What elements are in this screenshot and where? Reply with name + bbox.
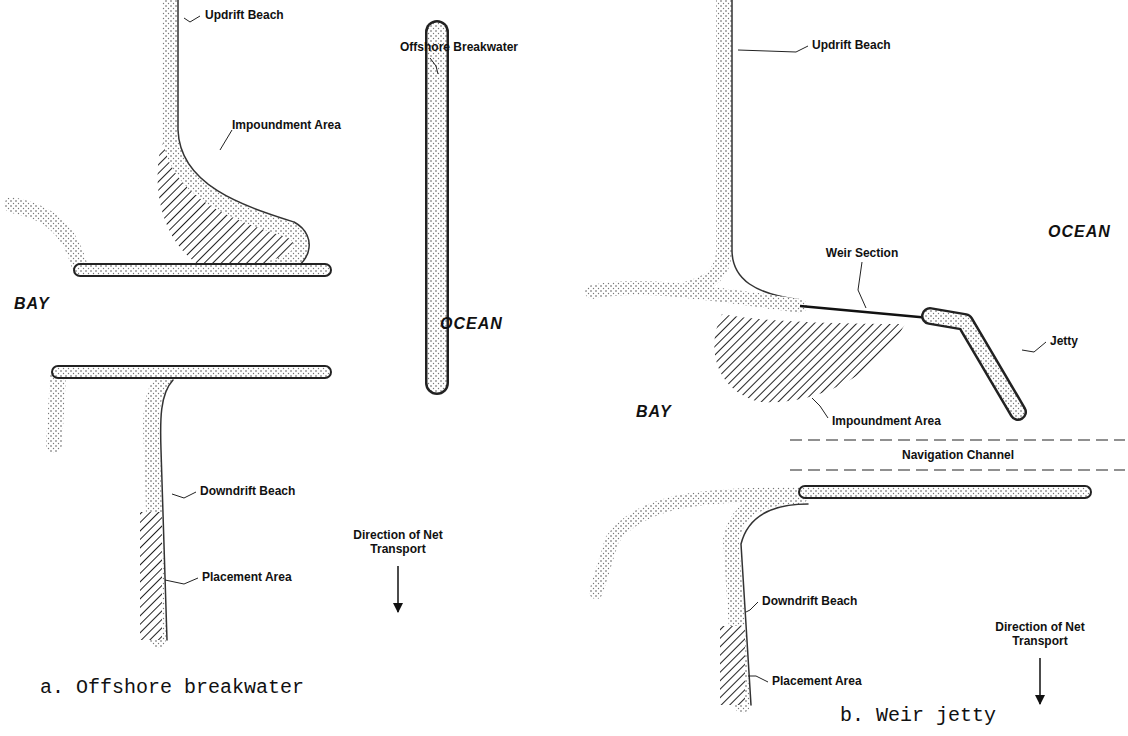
area-label: Impoundment Area [832,414,941,428]
panel-caption: b. Weir jetty [840,704,996,728]
placement-hatch [720,626,745,705]
area-label: Placement Area [772,674,862,688]
jetty [58,32,437,383]
beach-label: Updrift Beach [205,8,284,22]
impoundment-hatch [714,314,905,402]
weir-section [800,306,930,318]
placement-hatch [140,512,162,640]
transport-arrow [1039,658,1041,704]
panel-caption: a. Offshore breakwater [40,676,304,700]
channel-label: Navigation Channel [902,448,1014,462]
water-label: BAY [636,402,672,421]
structure-label: Offshore Breakwater [400,40,518,54]
area-label: Placement Area [202,570,292,584]
beach-label: Downdrift Beach [200,484,295,498]
area-label: Impoundment Area [232,118,341,132]
transport-label: Direction of Net Transport [348,528,448,557]
transport-label: Direction of Net Transport [990,620,1090,649]
beach-label: Downdrift Beach [762,594,857,608]
leader-line [165,16,438,584]
water-label: OCEAN [1048,222,1111,241]
jetty [805,316,1085,492]
structure-label: Jetty [1050,334,1078,348]
beach-label: Updrift Beach [812,38,891,52]
transport-arrow [397,566,399,612]
water-label: OCEAN [440,314,503,333]
sand-beach [12,0,309,640]
structure-label: Weir Section [826,246,898,260]
channel-line [790,440,1125,470]
leader-line [738,46,1046,682]
water-label: BAY [14,294,50,313]
